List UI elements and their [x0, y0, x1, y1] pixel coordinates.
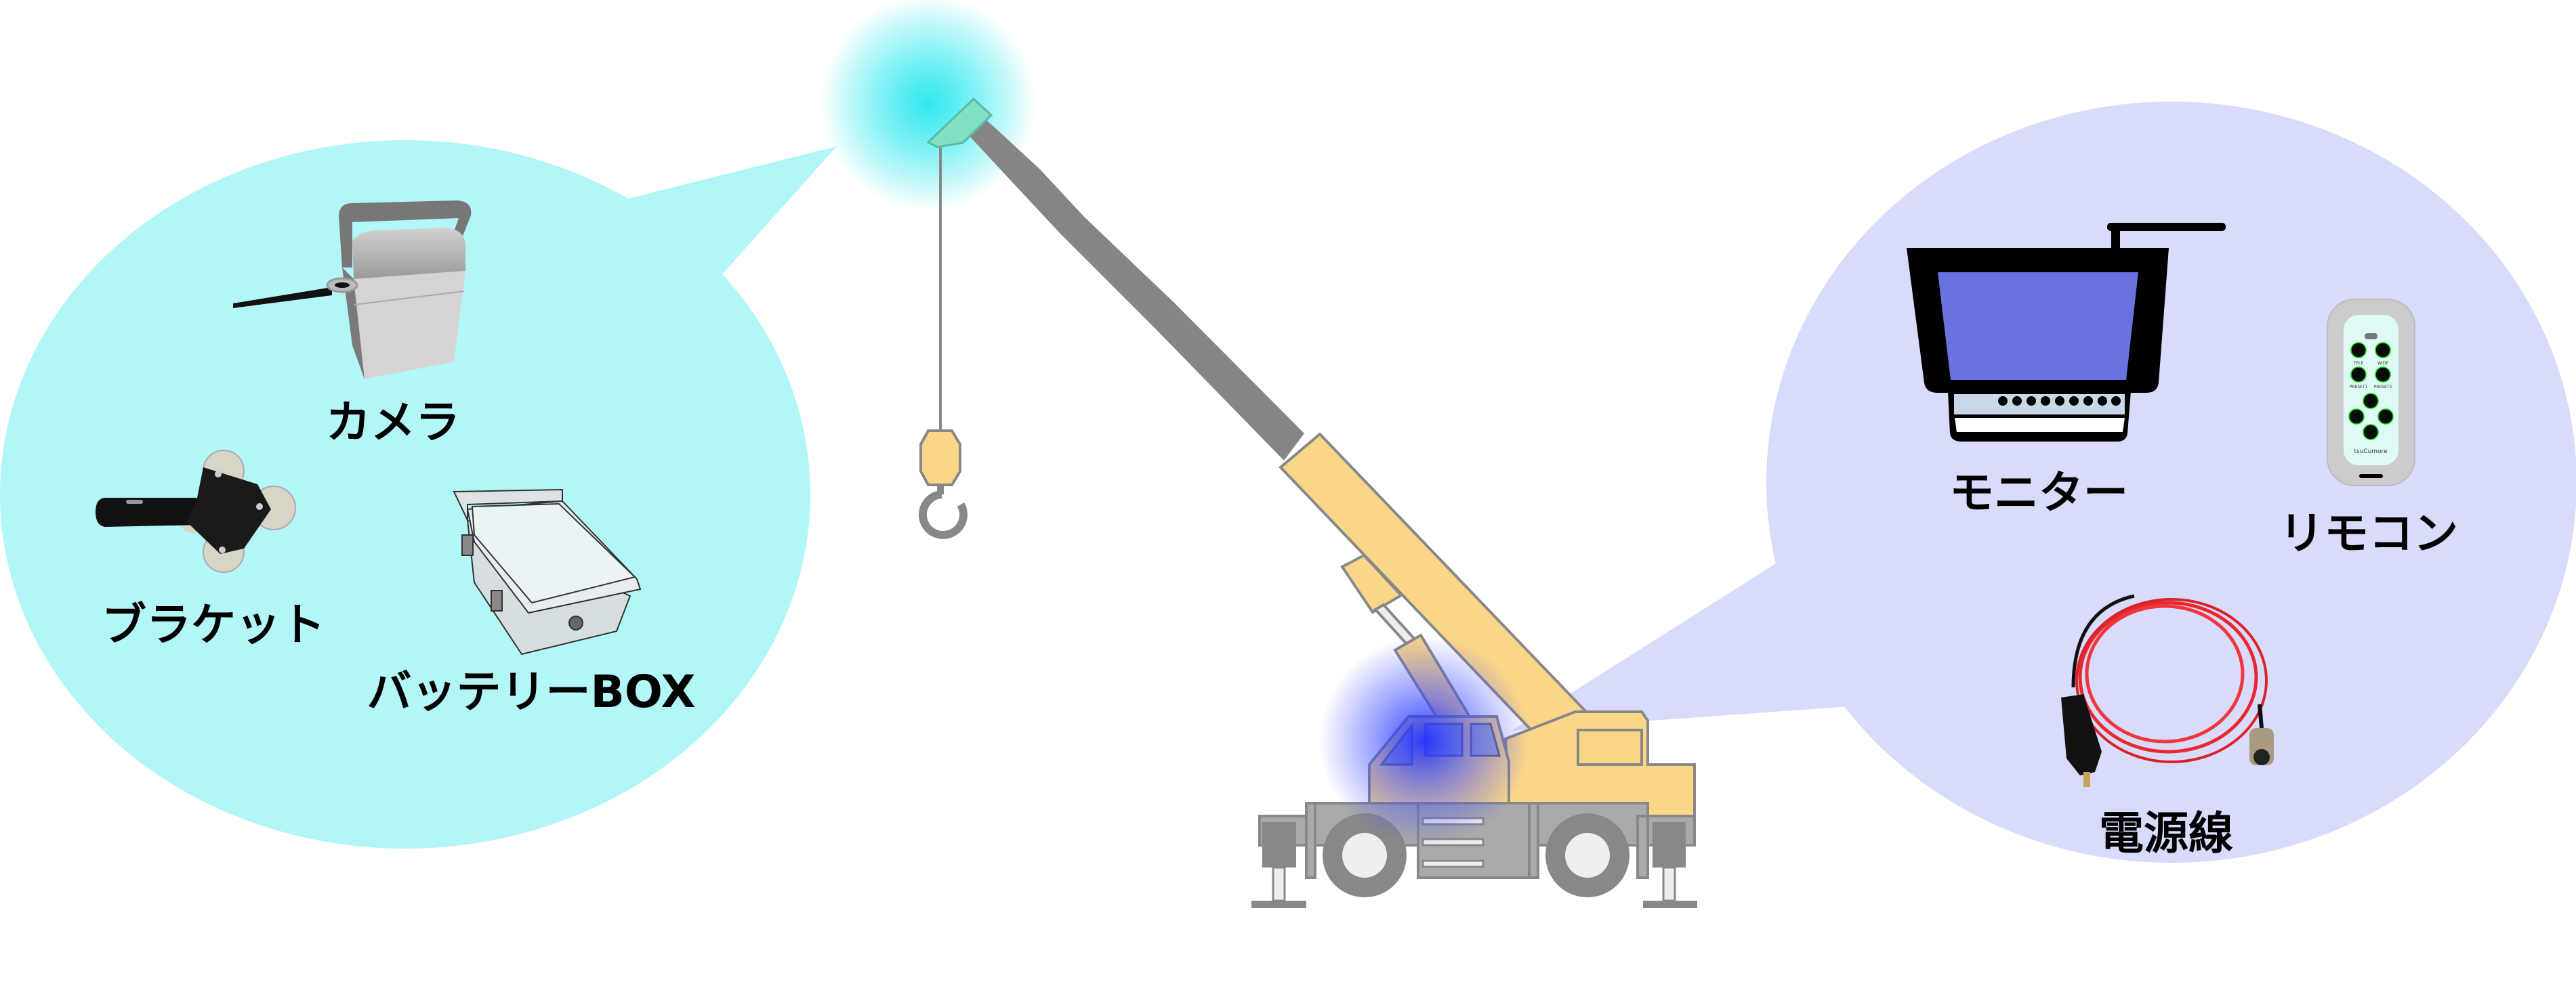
wheel-rear [1545, 813, 1629, 897]
power-cable-icon [2061, 594, 2274, 787]
battery-box-icon [453, 488, 642, 656]
tele-button-label: TELE [2353, 361, 2364, 366]
outrigger-front [1251, 822, 1306, 908]
outrigger-rear [1643, 822, 1697, 908]
lift-cylinder-upper [1340, 553, 1404, 614]
boom-telescopic-section [969, 114, 1304, 461]
cab-monitor-glow [1319, 636, 1529, 846]
hook-icon [918, 490, 968, 539]
bracket-label: ブラケット [102, 599, 325, 651]
wide-button-label: WIDE [2377, 361, 2388, 366]
battery-box-label: バッテリーBOX [367, 666, 696, 718]
boom-tip [926, 97, 993, 148]
power-cable-label: 電源線 [2099, 807, 2233, 859]
preset2-button-label: PRESET2 [2374, 385, 2392, 389]
hook-block [919, 429, 961, 486]
monitor-label: モニター [1949, 467, 2128, 519]
left-speech-bubble [0, 140, 837, 849]
crane-illustration [820, 0, 1697, 908]
camera-icon [233, 200, 472, 379]
camera-label: カメラ [326, 396, 460, 448]
remote-brand-logo: tsuCumore [2354, 448, 2388, 455]
boom-tip-camera-glow [820, 0, 1037, 211]
bracket-icon [96, 450, 296, 573]
preset1-button-label: PRESET1 [2350, 385, 2368, 389]
remote-control-label: リモコン [2279, 507, 2458, 559]
monitor-icon [1907, 223, 2226, 442]
remote-control-icon: TELE WIDE PRESET1 PRESET2 tsuCumore [2327, 299, 2415, 486]
